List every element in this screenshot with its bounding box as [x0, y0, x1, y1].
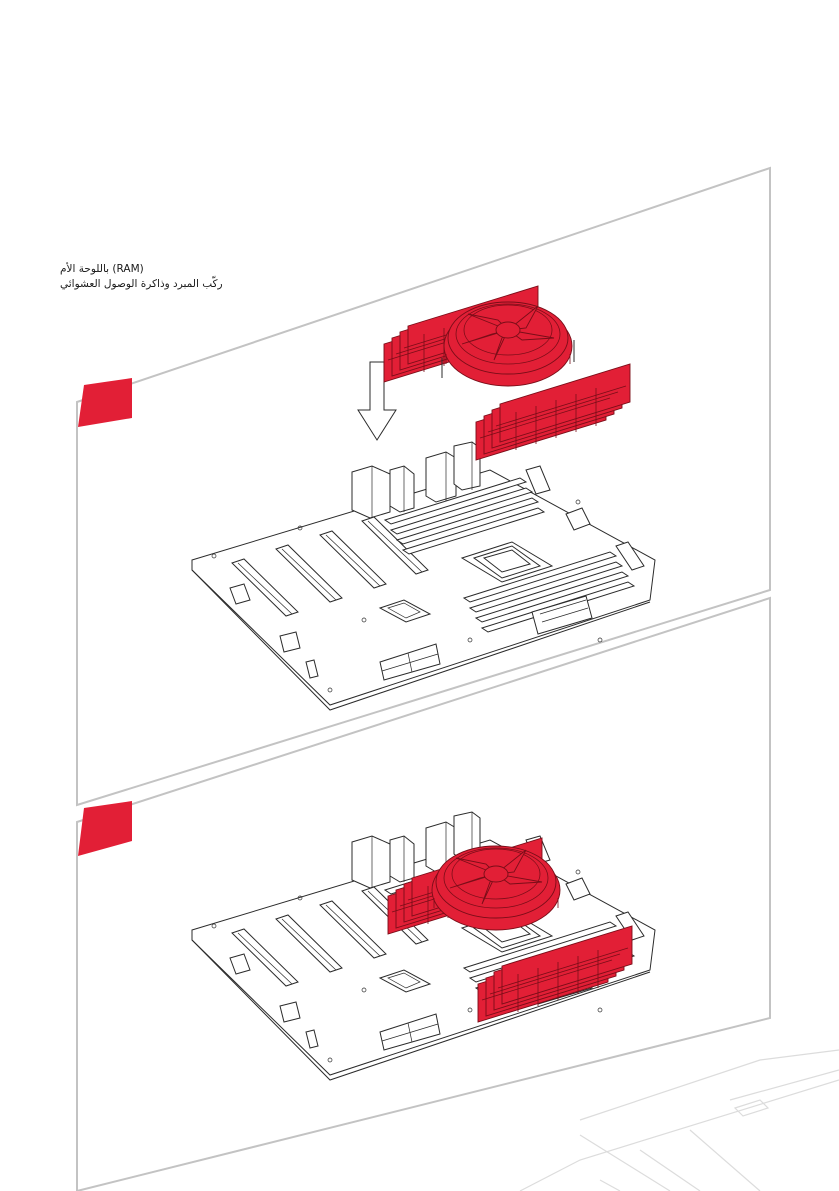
- step1-motherboard: [192, 442, 655, 710]
- step1-cooler: [444, 302, 572, 386]
- step2-cooler: [432, 846, 560, 930]
- step1-badge: [78, 378, 132, 427]
- step2-badge: [78, 801, 132, 856]
- decorative-lines: [520, 1050, 839, 1191]
